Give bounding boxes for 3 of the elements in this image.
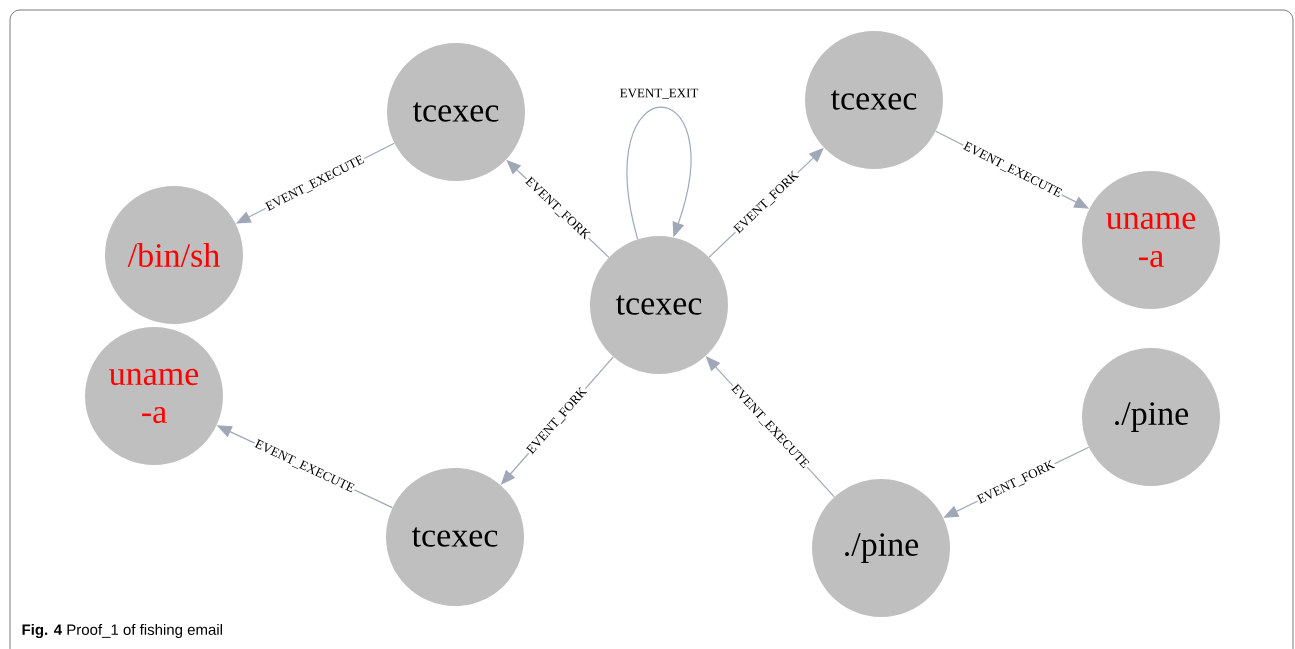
figure-caption: Fig. 4 Proof_1 of fishing email	[22, 624, 222, 639]
edge-label: EVENT_EXIT	[620, 88, 699, 99]
loop-arrow	[626, 106, 692, 240]
